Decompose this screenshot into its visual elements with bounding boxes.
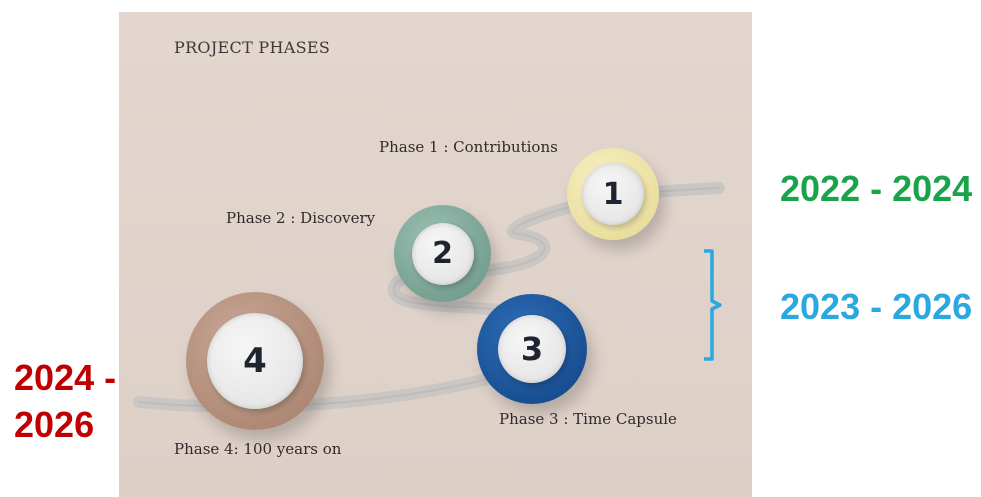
phase-4-label: Phase 4: 100 years on [174,440,342,458]
phase-2-3-years: 2023 - 2026 [780,286,973,327]
phase-1-label: Phase 1 : Contributions [379,138,558,156]
phase-2-label: Phase 2 : Discovery [226,209,376,227]
phase-3-number: 3 [498,315,566,383]
phase-4-years-line1: 2024 - [14,357,117,398]
phase-3-label: Phase 3 : Time Capsule [499,410,677,428]
phase-4-years-line2: 2026 [14,404,95,445]
phase-2-circle: 2 [394,205,491,302]
phase-1-years: 2022 - 2024 [780,168,973,209]
phase-1-number: 1 [582,163,644,225]
project-phases-panel: PROJECT PHASES Phase 1 : Contributions 1… [119,12,752,497]
phase-4-number: 4 [207,313,303,409]
phase-1-circle: 1 [567,148,659,240]
panel-title: PROJECT PHASES [174,38,331,57]
phase-3-circle: 3 [477,294,587,404]
bracket-icon [704,249,722,361]
phase-2-number: 2 [411,222,474,285]
road-path [133,182,725,413]
phase-4-circle: 4 [186,292,324,430]
road-edge [138,187,720,408]
